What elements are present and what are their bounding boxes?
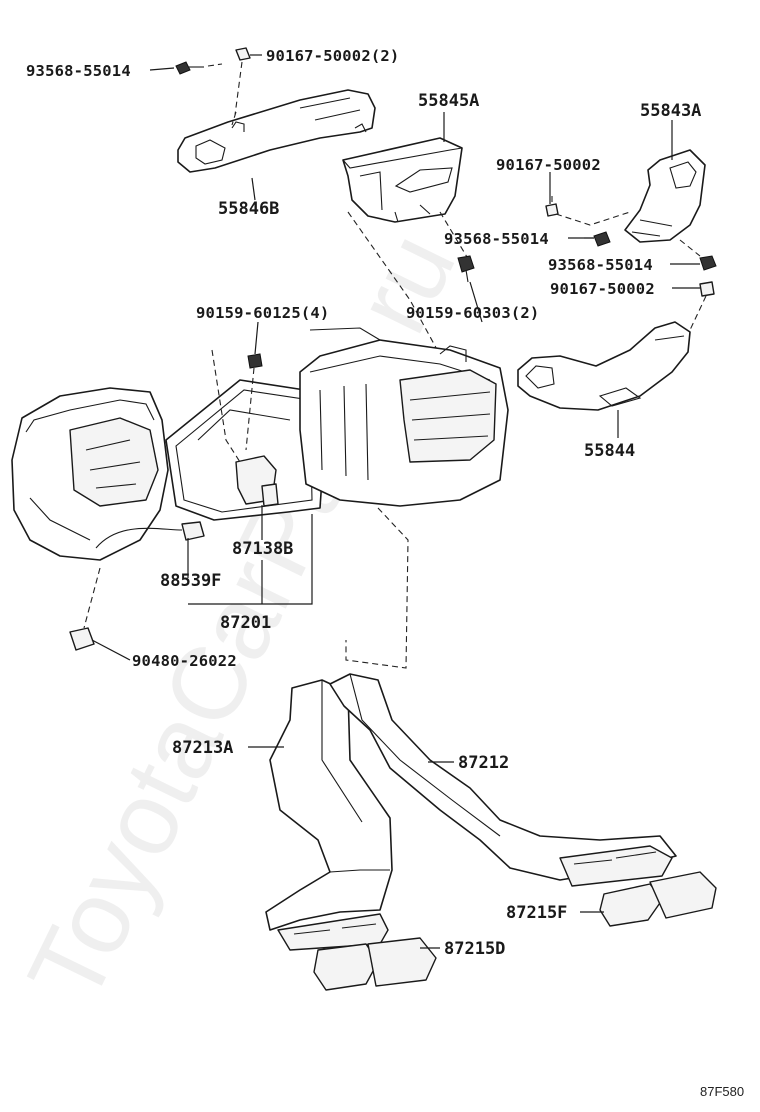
screw-93568-55014-top — [175, 61, 204, 75]
label-87201: 87201 — [220, 613, 271, 633]
label-87215f: 87215F — [506, 903, 567, 923]
screw-93568-55014-right — [699, 255, 717, 271]
label-87138b: 87138B — [232, 539, 293, 559]
duct-87213a — [265, 679, 393, 931]
bolt-90159-60303 — [457, 255, 475, 283]
label-55844: 55844 — [584, 441, 635, 461]
blower-housing — [11, 387, 169, 561]
label-90159-60303-2: 90159-60303(2) — [406, 304, 539, 322]
duct-55844 — [517, 321, 691, 411]
register-87215f — [599, 871, 717, 927]
nut-90167-50002-2 — [235, 47, 251, 61]
figure-code: 87F580 — [700, 1084, 744, 1099]
label-88539f: 88539F — [160, 571, 221, 591]
duct-55845a — [342, 137, 463, 223]
label-90480-26022: 90480-26022 — [132, 652, 237, 670]
label-87215d: 87215D — [444, 939, 505, 959]
label-90167-50002-b: 90167-50002 — [550, 280, 655, 298]
sensor-88539f — [95, 521, 205, 549]
label-55845a: 55845A — [418, 91, 479, 111]
register-87215d — [313, 937, 437, 991]
duct-87212 — [329, 673, 677, 887]
label-90167-50002-2: 90167-50002(2) — [266, 47, 399, 65]
duct-55843a — [624, 149, 706, 243]
label-55846b: 55846B — [218, 199, 279, 219]
screw-93568-55014-mid — [584, 231, 611, 247]
label-55843a: 55843A — [640, 101, 701, 121]
label-93568-55014-right: 93568-55014 — [548, 256, 653, 274]
screw-90159-60125 — [247, 353, 263, 369]
heater-unit — [299, 327, 509, 507]
nut-90167-50002-b — [699, 281, 715, 297]
label-87212: 87212 — [458, 753, 509, 773]
duct-55846b — [177, 89, 376, 173]
label-87213a: 87213A — [172, 738, 233, 758]
clip-90480-26022 — [69, 627, 95, 651]
label-93568-55014-mid: 93568-55014 — [444, 230, 549, 248]
label-90167-50002-a: 90167-50002 — [496, 156, 601, 174]
label-93568-55014-top: 93568-55014 — [26, 62, 131, 80]
outlet-87213a — [277, 913, 389, 951]
label-90159-60125-4: 90159-60125(4) — [196, 304, 329, 322]
nut-90167-50002-a — [545, 203, 559, 217]
